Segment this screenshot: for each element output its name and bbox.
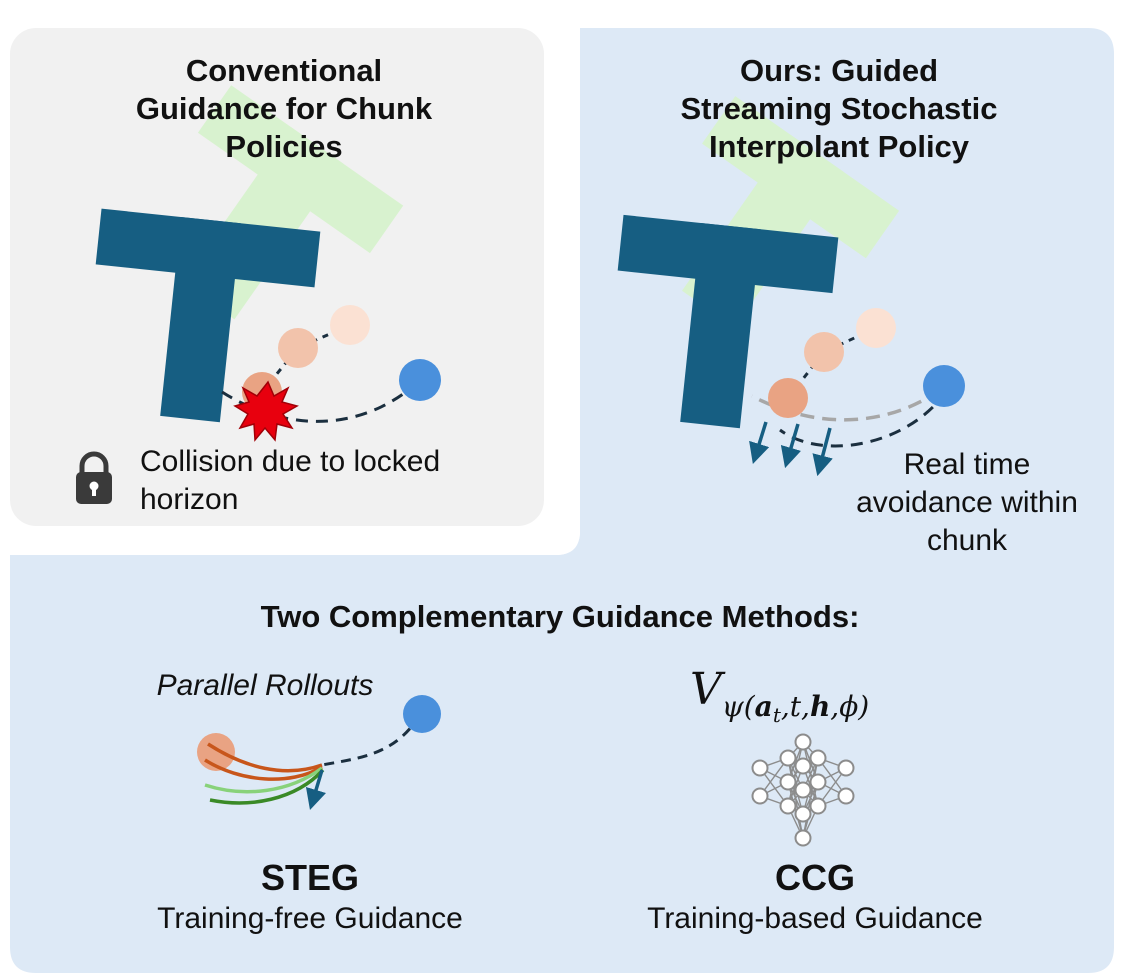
left-title-line-3: Policies xyxy=(225,129,343,164)
rollout-line-1 xyxy=(207,742,323,773)
guidance-arrow-2 xyxy=(780,423,802,469)
nn-node xyxy=(809,773,827,791)
formula-base: V xyxy=(690,664,722,715)
right-caption-line-2: avoidance within xyxy=(856,486,1078,519)
nn-node xyxy=(751,759,769,777)
value-function-formula: Vψ(at,t,h,ϕ) xyxy=(690,664,869,727)
nn-node xyxy=(779,797,797,815)
right-title-line-2: Streaming Stochastic xyxy=(680,91,998,126)
left-panel-caption: Collision due to locked horizon xyxy=(140,443,520,519)
left-title-line-1: Conventional xyxy=(185,53,383,88)
nn-node xyxy=(779,749,797,767)
nn-edge xyxy=(802,757,819,839)
right-guided-trajectory xyxy=(779,391,948,448)
nn-edge xyxy=(787,741,804,807)
left-caption-line-2: horizon xyxy=(140,483,239,516)
ccg-name: CCG xyxy=(775,857,855,898)
nn-node xyxy=(809,749,827,767)
parallel-rollouts-label: Parallel Rollouts xyxy=(156,669,374,702)
left-caption-line-1: Collision due to locked xyxy=(140,445,441,478)
formula-sep: ,t, xyxy=(780,690,810,723)
right-panel-title: Ours: Guided Streaming Stochastic Interp… xyxy=(615,52,1063,166)
formula-a-sub: t xyxy=(772,703,781,727)
chunk-point-light-right xyxy=(856,308,896,348)
robot-point-left xyxy=(399,359,441,401)
formula-h: h xyxy=(809,690,831,723)
formula-subscript: ψ(at,t,h,ϕ) xyxy=(721,690,870,727)
formula-psi: ψ( xyxy=(721,690,755,723)
left-title-line-2: Guidance for Chunk xyxy=(135,91,433,126)
right-caption-line-3: chunk xyxy=(926,524,1008,557)
steg-name: STEG xyxy=(260,857,359,898)
t-block-right xyxy=(617,214,839,429)
chunk-point-dark-right xyxy=(768,378,808,418)
formula-a: a xyxy=(754,690,773,723)
nn-node xyxy=(837,787,855,805)
chunk-point-mid-right xyxy=(804,332,844,372)
robot-point-right xyxy=(923,365,965,407)
guidance-arrow-1 xyxy=(749,421,770,465)
nn-node xyxy=(794,733,812,751)
right-title-line-1: Ours: Guided xyxy=(739,53,939,88)
right-caption-line-1: Real time xyxy=(903,448,1031,481)
nn-node xyxy=(794,757,812,775)
chunk-point-light-left xyxy=(330,305,370,345)
rollout-guidance-arrow xyxy=(305,769,327,811)
right-title-line-3: Interpolant Policy xyxy=(708,129,970,164)
rollout-line-4 xyxy=(209,768,325,805)
left-panel-title: Conventional Guidance for Chunk Policies xyxy=(60,52,508,166)
guidance-arrow-3 xyxy=(812,427,833,477)
nn-node xyxy=(837,759,855,777)
ccg-subtitle: Training-based Guidance xyxy=(647,902,983,935)
nn-node xyxy=(809,797,827,815)
t-block-left xyxy=(95,208,321,423)
nn-node xyxy=(779,773,797,791)
rollout-line-3 xyxy=(204,766,324,794)
lock-icon xyxy=(76,451,112,504)
nn-node xyxy=(794,829,812,847)
rollout-trajectory xyxy=(321,714,422,767)
rollout-line-2 xyxy=(204,758,323,781)
rollout-robot-point xyxy=(403,695,441,733)
right-original-trajectory xyxy=(751,388,942,422)
right-panel-caption: Real time avoidance within chunk xyxy=(836,446,1098,560)
steg-subtitle: Training-free Guidance xyxy=(157,902,463,935)
collision-burst-icon xyxy=(233,380,299,442)
methods-heading: Two Complementary Guidance Methods: xyxy=(260,599,860,634)
neural-network-icon xyxy=(751,733,855,847)
nn-node xyxy=(794,781,812,799)
nn-node xyxy=(751,787,769,805)
chunk-point-mid-left xyxy=(278,328,318,368)
nn-node xyxy=(794,805,812,823)
guided-policy-panel xyxy=(10,28,1114,973)
formula-rest: ,ϕ) xyxy=(830,690,870,723)
